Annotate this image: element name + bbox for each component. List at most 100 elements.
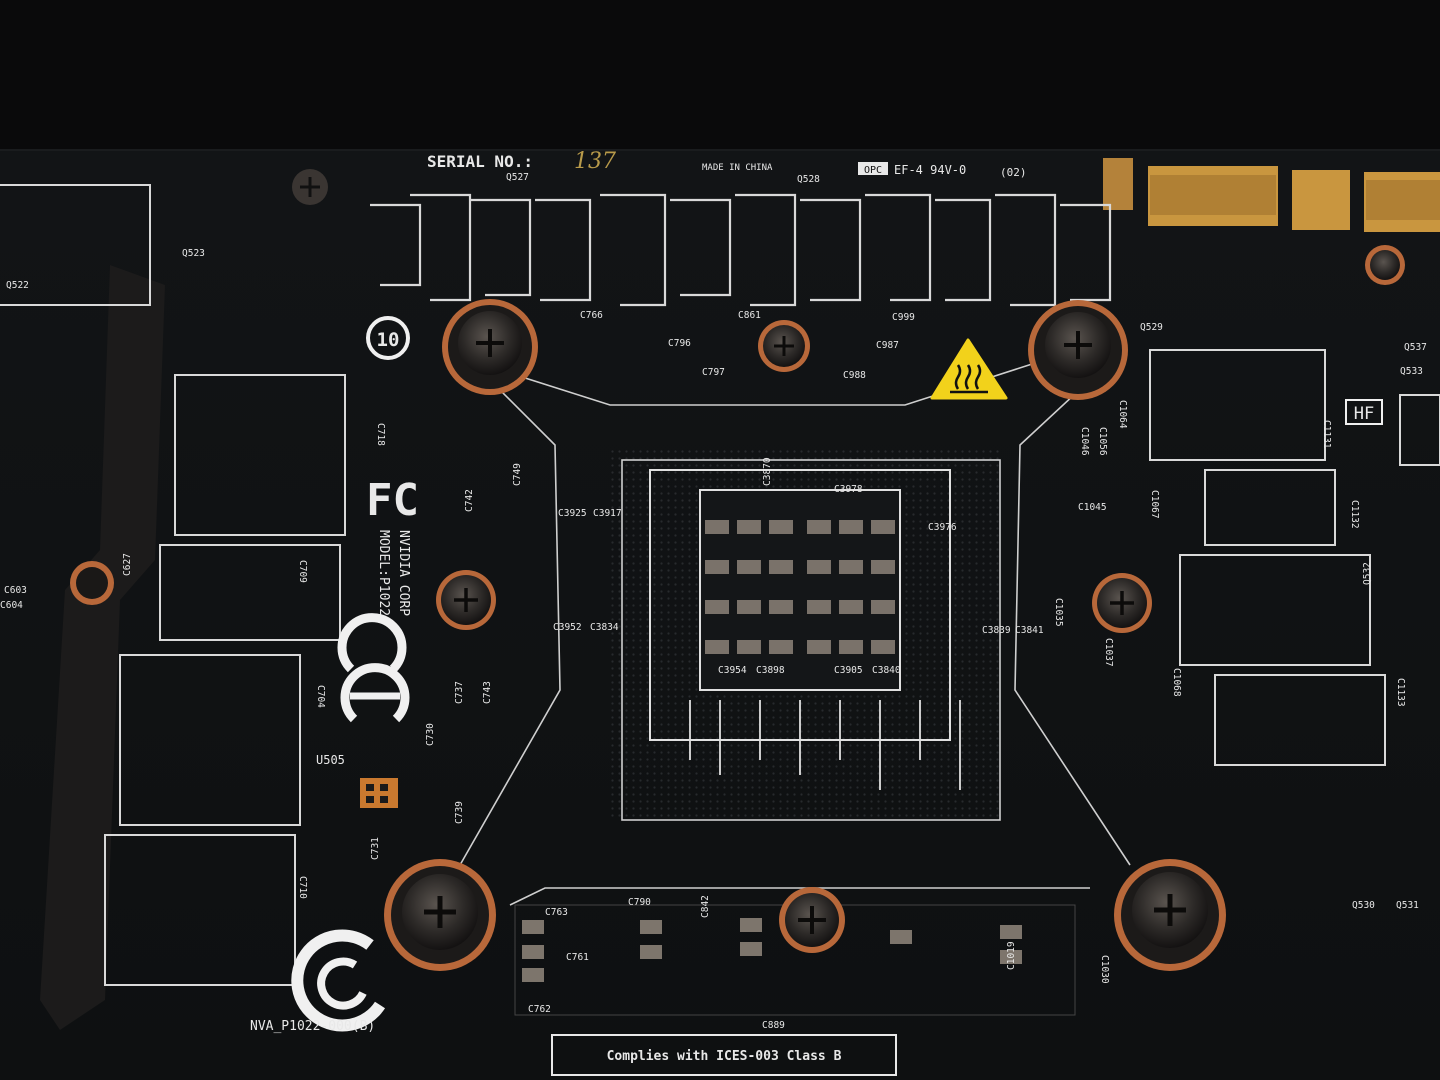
silkscreen-left-blocks bbox=[0, 184, 346, 986]
ices-notice-box: Complies with ICES-003 Class B bbox=[551, 1034, 897, 1076]
designator: C743 bbox=[482, 681, 493, 704]
screw-icon-far-left bbox=[70, 561, 114, 605]
designator: C797 bbox=[702, 367, 725, 378]
u505-chip bbox=[360, 778, 398, 808]
designator: C731 bbox=[370, 837, 381, 860]
designator: C742 bbox=[464, 489, 475, 512]
foam-strip bbox=[40, 265, 165, 1030]
designator: C749 bbox=[512, 463, 523, 486]
silkscreen-top-row bbox=[370, 193, 1112, 307]
brand-logo-icon bbox=[291, 929, 386, 1032]
designator: C3925 bbox=[558, 508, 587, 519]
designator-labels: C766 C861 C999 C796 C797 C987 C988 C718 … bbox=[0, 172, 1427, 1031]
designator: C3839 bbox=[982, 625, 1011, 636]
designator: C999 bbox=[892, 312, 915, 323]
designator: Q529 bbox=[1140, 322, 1163, 333]
designator: C796 bbox=[668, 338, 691, 349]
hf-badge-text: HF bbox=[1354, 404, 1374, 424]
designator: Q533 bbox=[1400, 366, 1423, 377]
screw-icon-mid-left bbox=[436, 570, 496, 630]
ul-rating-text: EF-4 94V-0 bbox=[894, 163, 966, 177]
designator: C987 bbox=[876, 340, 899, 351]
screw-icon-top-left bbox=[442, 299, 538, 395]
designator: Q531 bbox=[1396, 900, 1419, 911]
designator: C3905 bbox=[834, 665, 863, 676]
screw-icon-top-far-left bbox=[292, 169, 328, 205]
designator: C766 bbox=[580, 310, 603, 321]
rohs-icon: 10 bbox=[366, 316, 410, 360]
fcc-logo-icon: FC bbox=[366, 475, 419, 526]
designator: C1131 bbox=[1321, 420, 1332, 449]
fcc-logo-text: FC bbox=[366, 475, 419, 526]
designator: Q530 bbox=[1352, 900, 1375, 911]
designator: C1035 bbox=[1053, 598, 1064, 627]
designator: C3952 bbox=[553, 622, 582, 633]
designator: C730 bbox=[425, 723, 436, 746]
designator: C718 bbox=[375, 423, 386, 446]
designator: C704 bbox=[315, 685, 326, 708]
designator: C3870 bbox=[762, 457, 773, 486]
designator: C1132 bbox=[1349, 500, 1360, 529]
designator: Q522 bbox=[6, 280, 29, 291]
designator: Q537 bbox=[1404, 342, 1427, 353]
designator: C1133 bbox=[1395, 678, 1406, 707]
ul-box: OPC bbox=[858, 162, 888, 176]
serial-handwritten: 137 bbox=[574, 149, 616, 174]
designator: C1045 bbox=[1078, 502, 1107, 513]
ul-suffix-text: (02) bbox=[1000, 166, 1027, 179]
ce-mark-icon bbox=[337, 613, 410, 723]
silkscreen-right-blocks bbox=[1149, 349, 1440, 766]
ices-notice-text: Complies with ICES-003 Class B bbox=[607, 1049, 842, 1064]
serial-label: SERIAL NO.: bbox=[427, 152, 533, 171]
designator: C3954 bbox=[718, 665, 747, 676]
chip-label: U505 bbox=[316, 753, 345, 767]
designator: C3917 bbox=[593, 508, 622, 519]
screw-icon-top-far-right bbox=[1365, 245, 1405, 285]
made-in-text: MADE IN CHINA bbox=[702, 163, 773, 173]
vendor-text: NVIDIA CORP bbox=[396, 530, 411, 616]
designator: C1046 bbox=[1079, 427, 1090, 456]
designator: C3841 bbox=[1015, 625, 1044, 636]
designator: C1030 bbox=[1099, 955, 1110, 984]
designator: C790 bbox=[628, 897, 651, 908]
rohs-text: 10 bbox=[377, 329, 400, 351]
screw-icon-top-right bbox=[1028, 300, 1128, 400]
designator: C1064 bbox=[1117, 400, 1128, 429]
screw-icon-bottom-right bbox=[1114, 859, 1226, 971]
gpu-component-grid bbox=[649, 469, 961, 790]
designator: Q532 bbox=[1362, 562, 1373, 585]
gold-fingers bbox=[1103, 158, 1440, 232]
bottom-components bbox=[514, 904, 1076, 1016]
designator: Q528 bbox=[797, 174, 820, 185]
designator: Q523 bbox=[182, 248, 205, 259]
screw-icon-bottom-left bbox=[384, 859, 496, 971]
designator: C889 bbox=[762, 1020, 785, 1031]
designator: C627 bbox=[122, 553, 133, 576]
designator: C709 bbox=[297, 560, 308, 583]
designator: C737 bbox=[454, 681, 465, 704]
designator: C710 bbox=[297, 876, 308, 899]
ul-box-text: OPC bbox=[864, 165, 882, 176]
designator: C1056 bbox=[1097, 427, 1108, 456]
designator: Q527 bbox=[506, 172, 529, 183]
screw-icon-mid-right bbox=[1092, 573, 1152, 633]
designator: C1037 bbox=[1103, 638, 1114, 667]
part-number: NVA_P1022-000(B) bbox=[250, 1019, 375, 1034]
designator: C603 bbox=[4, 585, 27, 596]
designator: C3834 bbox=[590, 622, 619, 633]
model-text: MODEL:P1022 bbox=[376, 530, 391, 616]
designator: C763 bbox=[545, 907, 568, 918]
designator: C3978 bbox=[834, 484, 863, 495]
designator: C604 bbox=[0, 600, 23, 611]
designator: C1067 bbox=[1149, 490, 1160, 519]
designator: C3840 bbox=[872, 665, 901, 676]
designator: C988 bbox=[843, 370, 866, 381]
hot-surface-warning-icon bbox=[930, 338, 1008, 400]
designator: C861 bbox=[738, 310, 761, 321]
designator: C1019 bbox=[1006, 941, 1017, 970]
screw-icon-bottom-center bbox=[779, 887, 845, 953]
designator: C761 bbox=[566, 952, 589, 963]
designator: C1068 bbox=[1171, 668, 1182, 697]
designator: C739 bbox=[454, 801, 465, 824]
